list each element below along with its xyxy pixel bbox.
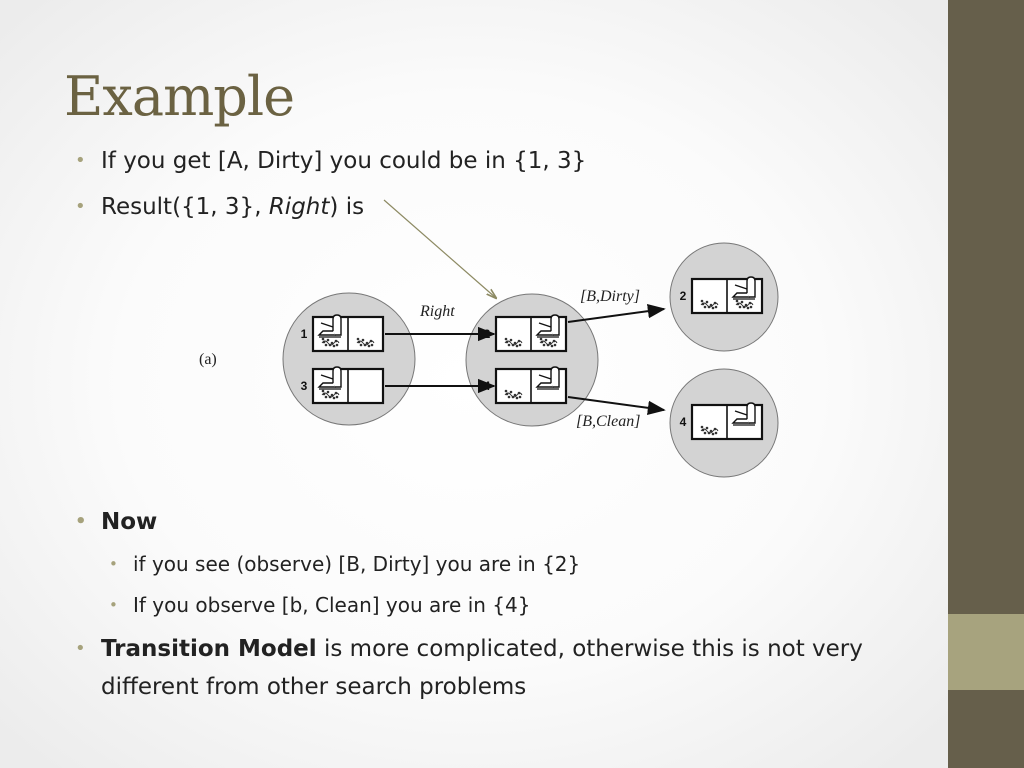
state-world-2: 2 <box>484 314 568 353</box>
bullet-dot: • <box>75 638 86 659</box>
dirt-icon <box>735 299 754 310</box>
state-number: 2 <box>680 289 687 303</box>
action-label: Right <box>419 303 455 320</box>
bullet-3-text: Now <box>101 509 158 535</box>
state-number: 3 <box>301 379 308 393</box>
state-world-2-observed: 2 <box>680 276 764 315</box>
state-world-3: 3 <box>301 366 385 405</box>
dirt-icon <box>700 299 719 310</box>
sub-bullet-2-text: If you observe [b, Clean] you are in {4} <box>133 593 531 617</box>
dirt-icon <box>504 389 523 400</box>
dirt-icon <box>504 337 523 348</box>
bullet-2: • Result({1, 3}, Right) is <box>75 188 365 226</box>
belief-state-result <box>465 293 599 427</box>
state-number: 4 <box>484 379 491 393</box>
sub-bullet-2: • If you observe [b, Clean] you are in {… <box>109 586 531 624</box>
state-world-4-observed: 4 <box>680 402 764 441</box>
bullet-dot: • <box>75 196 86 217</box>
state-number: 2 <box>484 327 491 341</box>
bullet-dot: • <box>109 596 118 614</box>
belief-state-diagram: (a) Right [B,Dirty] [B,Clean] 1 3 2 4 2 … <box>199 199 779 478</box>
percept-arrow-dirty <box>567 304 666 323</box>
bullet-4: • Transition Model is more complicated, … <box>75 630 891 706</box>
state-world-4: 4 <box>484 366 568 405</box>
sidebar-accent-block <box>948 614 1024 690</box>
vacuum-robot-icon <box>731 276 756 300</box>
bullet-2-italic: Right <box>268 194 330 220</box>
bullet-dot: • <box>75 511 87 532</box>
sub-bullet-1-text: if you see (observe) [B, Dirty] you are … <box>133 552 581 576</box>
bullet-4-bold: Transition Model <box>101 636 317 662</box>
bullet-dot: • <box>109 555 118 573</box>
bullet-1: • If you get [A, Dirty] you could be in … <box>75 142 587 180</box>
state-world-1: 1 <box>301 314 385 353</box>
bullet-1-text: If you get [A, Dirty] you could be in {1… <box>101 148 587 174</box>
panel-label: (a) <box>199 351 217 368</box>
belief-state-initial <box>282 292 416 426</box>
vacuum-robot-icon <box>317 366 342 390</box>
dirt-icon <box>539 337 558 348</box>
vacuum-robot-icon <box>731 402 756 426</box>
state-number: 4 <box>680 415 687 429</box>
callout-arrow <box>383 199 496 298</box>
percept-dirty-label: [B,Dirty] <box>580 288 640 305</box>
state-number: 1 <box>301 327 308 341</box>
dirt-icon <box>356 337 375 348</box>
bullet-3: • Now <box>75 503 158 541</box>
vacuum-robot-icon <box>535 366 560 390</box>
dirt-icon <box>700 425 719 436</box>
percept-clean-label: [B,Clean] <box>576 413 640 430</box>
vacuum-robot-icon <box>535 314 560 338</box>
bullet-4-rest: is more complicated, otherwise this is n… <box>101 636 863 700</box>
slide-title: Example <box>64 65 295 128</box>
dirt-icon <box>321 337 340 348</box>
sub-bullet-1: • if you see (observe) [B, Dirty] you ar… <box>109 545 581 583</box>
bullet-2-prefix: Result({1, 3}, <box>101 194 269 220</box>
dirt-icon <box>321 389 340 400</box>
bullet-dot: • <box>75 150 86 171</box>
percept-arrow-clean <box>567 396 666 415</box>
vacuum-robot-icon <box>317 314 342 338</box>
bullet-2-suffix: ) is <box>329 194 365 220</box>
